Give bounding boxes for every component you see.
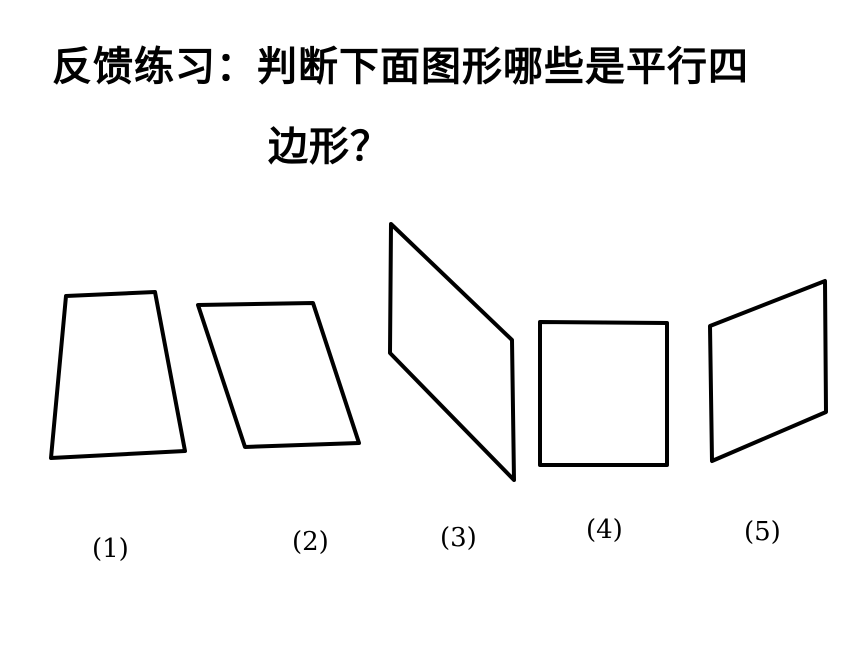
shape-label-2: (2) [292, 527, 329, 557]
shape-label-4: (4) [586, 515, 623, 545]
shape-3-parallelogram [388, 222, 516, 482]
question-title-line-1: 反馈练习：判断下面图形哪些是平行四 [52, 44, 749, 90]
shape-5-parallelogram [708, 279, 828, 463]
shape-2-parallelogram [196, 301, 361, 449]
question-title-line-2: 边形？ [268, 124, 391, 170]
shape-label-1: (1) [92, 534, 129, 564]
shape-4-square [538, 320, 669, 467]
shape-1-trapezoid [49, 290, 187, 460]
shape-label-5: (5) [744, 517, 781, 547]
shape-label-3: (3) [440, 523, 477, 553]
